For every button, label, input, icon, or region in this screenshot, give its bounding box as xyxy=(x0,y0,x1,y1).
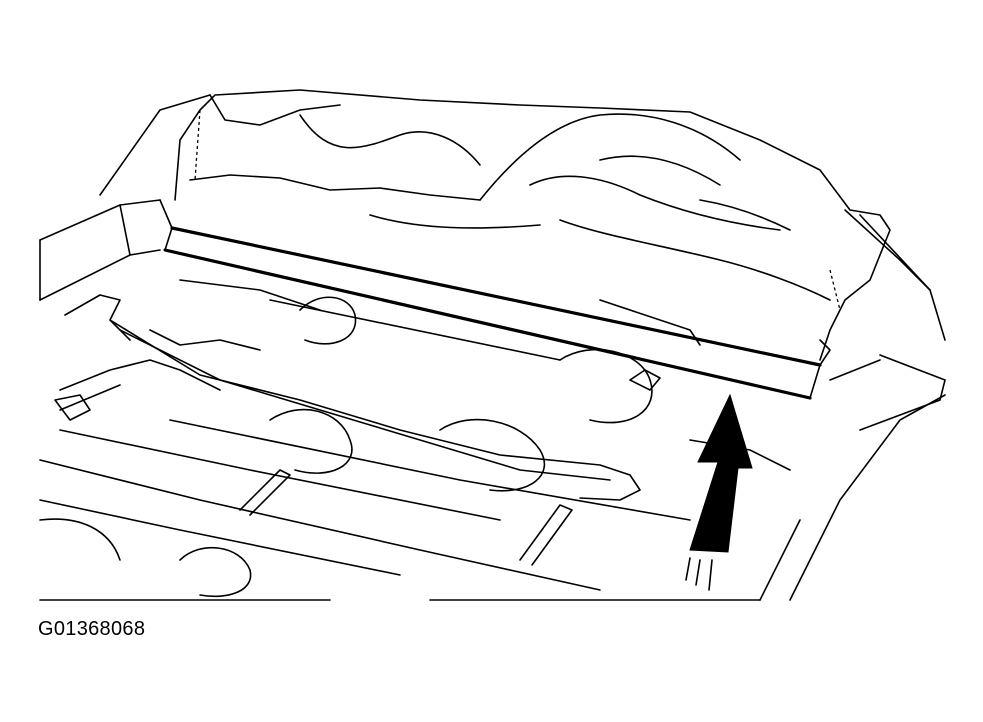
technical-line-illustration xyxy=(39,89,946,601)
upward-arrow-icon xyxy=(685,393,753,591)
retaining-rail xyxy=(159,199,831,400)
figure-id-label: G01368068 xyxy=(38,618,146,640)
folded-top-fabric xyxy=(174,89,891,361)
linkage-and-cables xyxy=(39,279,791,601)
vehicle-body-outline xyxy=(39,94,946,601)
